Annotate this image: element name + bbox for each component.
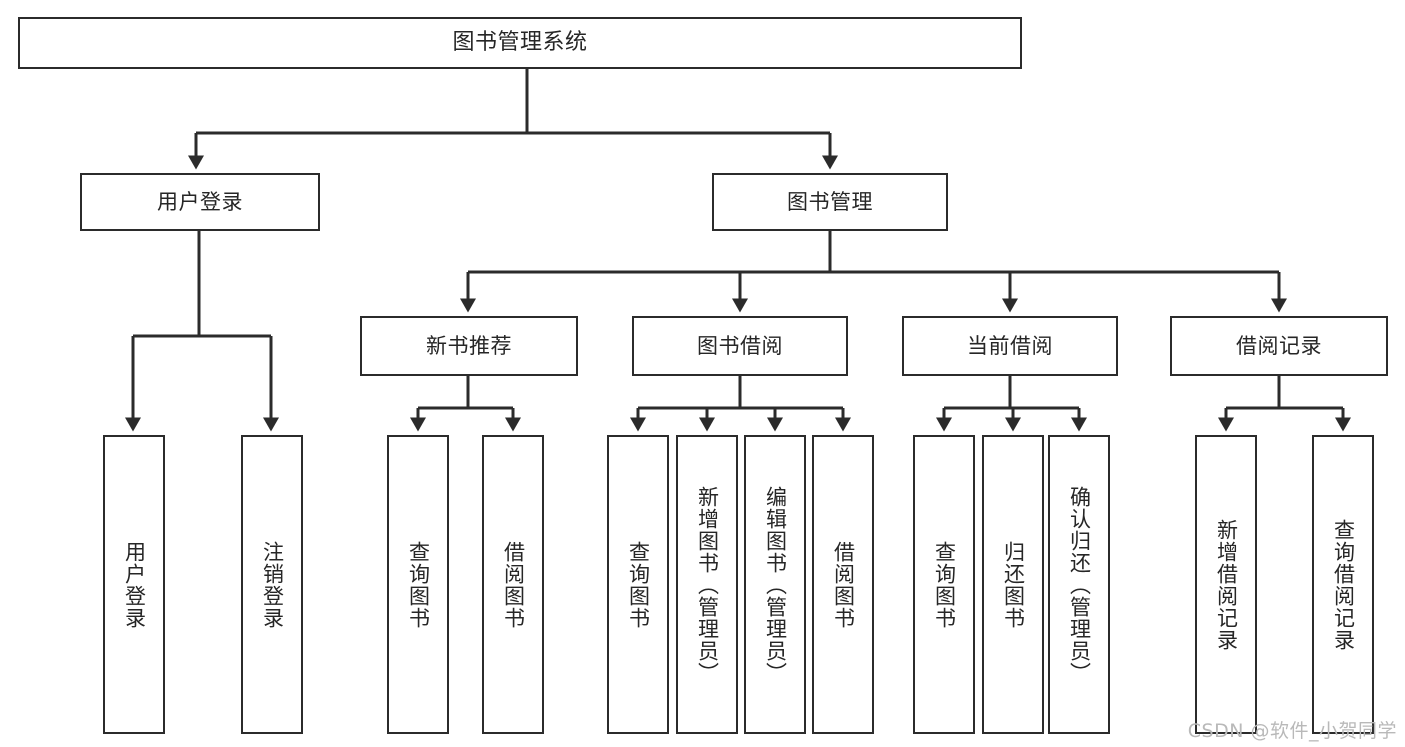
node-leaf-user-login-label: 用户登录 (122, 540, 147, 629)
node-new-book-recommend-label: 新书推荐 (426, 333, 512, 358)
node-leaf-confirm-return-admin[interactable]: 确认归还（管理员） (1048, 435, 1110, 734)
node-leaf-return-book-label: 归还图书 (1001, 540, 1026, 629)
node-user-login[interactable]: 用户登录 (80, 173, 320, 231)
node-root-label: 图书管理系统 (452, 30, 588, 56)
node-leaf-confirm-return-admin-label: 确认归还（管理员） (1067, 485, 1092, 684)
node-leaf-user-login[interactable]: 用户登录 (103, 435, 165, 734)
node-borrow-record-label: 借阅记录 (1236, 333, 1322, 358)
node-book-borrow-label: 图书借阅 (697, 333, 783, 358)
node-leaf-query-book-3[interactable]: 查询图书 (913, 435, 975, 734)
node-book-manage[interactable]: 图书管理 (712, 173, 948, 231)
node-leaf-add-book-admin[interactable]: 新增图书（管理员） (676, 435, 738, 734)
node-leaf-query-book-3-label: 查询图书 (932, 540, 957, 629)
node-leaf-query-borrow-record-label: 查询借阅记录 (1331, 518, 1356, 651)
node-book-manage-label: 图书管理 (787, 189, 873, 214)
node-leaf-borrow-book-2-label: 借阅图书 (831, 540, 856, 629)
node-leaf-query-borrow-record[interactable]: 查询借阅记录 (1312, 435, 1374, 734)
node-leaf-borrow-book-2[interactable]: 借阅图书 (812, 435, 874, 734)
node-leaf-query-book-2-label: 查询图书 (626, 540, 651, 629)
node-leaf-user-logout[interactable]: 注销登录 (241, 435, 303, 734)
node-leaf-edit-book-admin[interactable]: 编辑图书（管理员） (744, 435, 806, 734)
node-leaf-return-book[interactable]: 归还图书 (982, 435, 1044, 734)
node-leaf-edit-book-admin-label: 编辑图书（管理员） (763, 485, 788, 684)
node-leaf-add-borrow-record-label: 新增借阅记录 (1214, 518, 1239, 651)
node-user-login-label: 用户登录 (157, 189, 243, 214)
node-leaf-user-logout-label: 注销登录 (260, 540, 285, 629)
node-leaf-query-book-2[interactable]: 查询图书 (607, 435, 669, 734)
node-leaf-borrow-book-1-label: 借阅图书 (501, 540, 526, 629)
node-leaf-query-book-1-label: 查询图书 (406, 540, 431, 629)
watermark: CSDN @软件_小贺同学 (1187, 720, 1397, 742)
node-current-borrow[interactable]: 当前借阅 (902, 316, 1118, 376)
node-new-book-recommend[interactable]: 新书推荐 (360, 316, 578, 376)
node-current-borrow-label: 当前借阅 (967, 333, 1053, 358)
node-leaf-query-book-1[interactable]: 查询图书 (387, 435, 449, 734)
node-root[interactable]: 图书管理系统 (18, 17, 1022, 69)
node-leaf-add-book-admin-label: 新增图书（管理员） (695, 485, 720, 684)
node-leaf-borrow-book-1[interactable]: 借阅图书 (482, 435, 544, 734)
node-borrow-record[interactable]: 借阅记录 (1170, 316, 1388, 376)
node-leaf-add-borrow-record[interactable]: 新增借阅记录 (1195, 435, 1257, 734)
node-book-borrow[interactable]: 图书借阅 (632, 316, 848, 376)
